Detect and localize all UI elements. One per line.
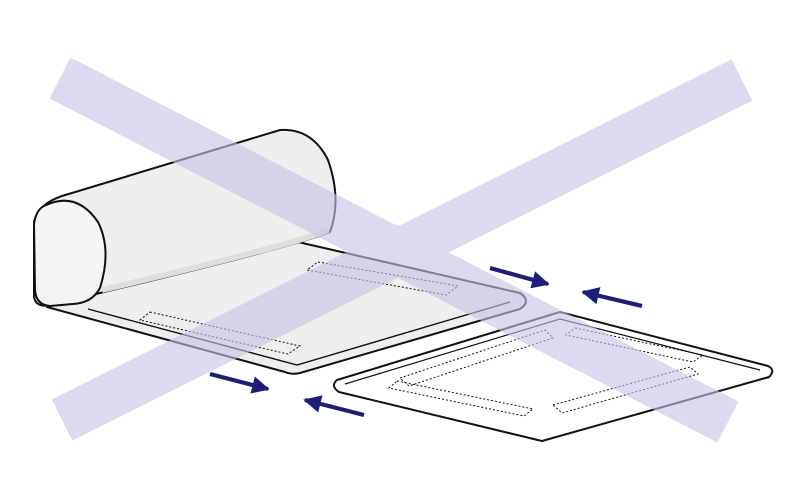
- push-together-arrow-icon: [209, 371, 270, 394]
- push-together-arrow-icon: [303, 395, 365, 418]
- roll-front-end: [33, 199, 107, 307]
- cross-out-mark-icon: [49, 57, 753, 443]
- panel-outer: [333, 311, 774, 442]
- panel-dotted-pad-3: [387, 380, 535, 417]
- push-together-arrow-icon: [581, 287, 643, 309]
- push-together-arrow-icon: [489, 265, 550, 289]
- sheet-dotted-pad-2: [138, 311, 302, 355]
- panel-dotted-pad-4: [551, 366, 700, 414]
- joint-arrows: [209, 265, 643, 418]
- sheet-inner-edge: [87, 301, 511, 366]
